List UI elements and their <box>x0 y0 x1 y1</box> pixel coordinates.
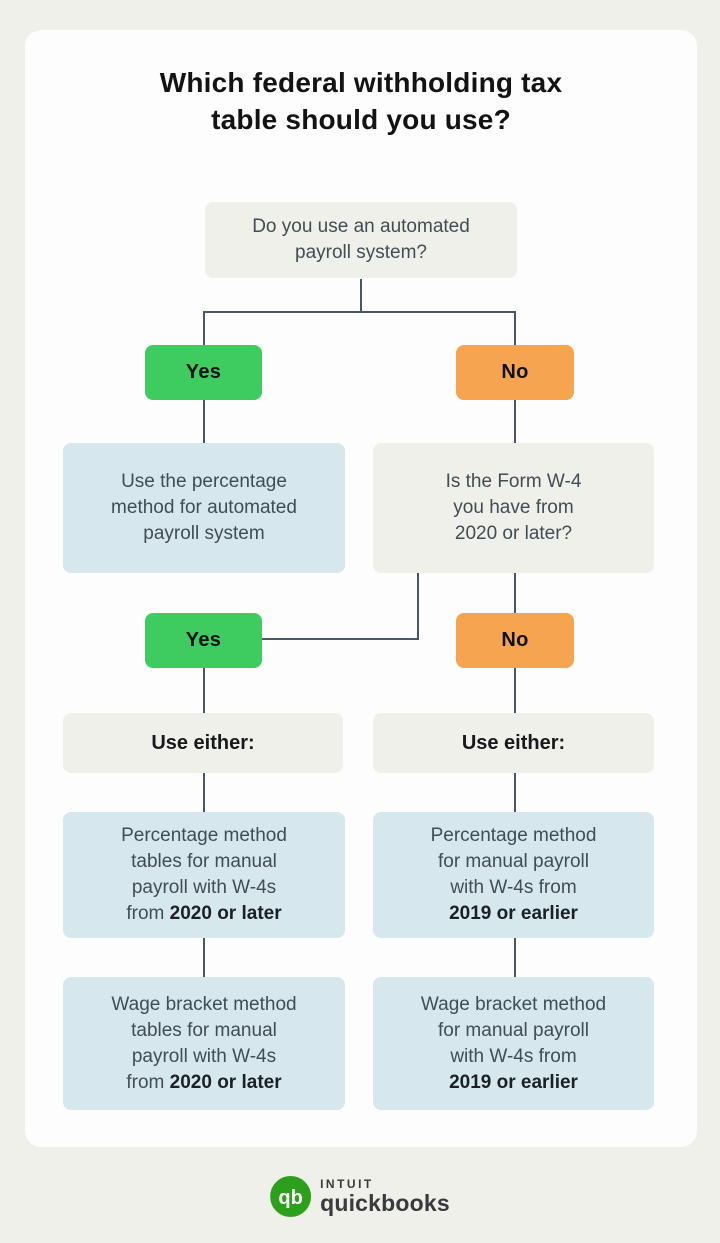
result-text-bold: 2019 or earlier <box>449 1071 578 1093</box>
connector-line <box>203 668 205 713</box>
connector-line <box>417 573 419 640</box>
result-text-bold: 2019 or earlier <box>449 903 578 924</box>
connector-line <box>360 279 362 312</box>
result-text-bold: 2020 or later <box>169 903 282 924</box>
branch2-no-badge: No <box>456 613 574 668</box>
question-text: Is the Form W-4 you have from 2020 or la… <box>445 471 582 544</box>
connector-line <box>514 668 516 713</box>
result-text-last-line: 2019 or earlier <box>449 1070 578 1096</box>
connector-line <box>203 773 205 812</box>
connector-line <box>514 938 516 977</box>
connector-line <box>203 311 516 313</box>
connector-line <box>514 400 516 443</box>
branch1-no-badge: No <box>456 345 574 400</box>
result-text-prefix: from <box>126 903 170 924</box>
connector-line <box>514 573 516 613</box>
brand-quickbooks-label: quickbooks <box>320 1190 450 1216</box>
result-text: Percentage method tables for manual payr… <box>121 825 287 898</box>
result-text-last-line: from 2020 or later <box>126 901 281 927</box>
svg-text:qb: qb <box>278 1187 302 1209</box>
connector-line <box>514 311 516 345</box>
connector-line <box>262 638 419 640</box>
connector-line <box>203 400 205 443</box>
branch2-yes-badge: Yes <box>145 613 262 668</box>
result-box-wage-bracket-2020: Wage bracket method tables for manual pa… <box>63 977 345 1110</box>
use-either-box-right: Use either: <box>373 713 654 773</box>
page-title: Which federal withholding tax table shou… <box>159 67 563 135</box>
result-text: Wage bracket method tables for manual pa… <box>111 993 297 1067</box>
result-text-prefix: from <box>126 1071 170 1093</box>
result-box-percentage-manual-2020: Percentage method tables for manual payr… <box>63 812 345 938</box>
connector-line <box>203 938 205 977</box>
result-box-percentage-manual-2019: Percentage method for manual payroll wit… <box>373 812 654 938</box>
question-box-automated-payroll: Do you use an automated payroll system? <box>205 202 517 278</box>
question-box-w4-year: Is the Form W-4 you have from 2020 or la… <box>373 443 654 573</box>
connector-line <box>203 311 205 345</box>
result-box-wage-bracket-2019: Wage bracket method for manual payroll w… <box>373 977 654 1110</box>
quickbooks-logo-icon: qb <box>270 1176 312 1217</box>
result-text-bold: 2020 or later <box>169 1071 282 1093</box>
connector-line <box>514 773 516 812</box>
result-text: Use the percentage method for automated … <box>111 471 297 544</box>
use-either-box-left: Use either: <box>63 713 343 773</box>
brand-footer: qb INTUIT quickbooks <box>270 1176 450 1217</box>
result-box-percentage-automated: Use the percentage method for automated … <box>63 443 345 573</box>
result-text-last-line: 2019 or earlier <box>449 901 578 927</box>
result-text: Percentage method for manual payroll wit… <box>430 825 597 898</box>
brand-wordmark: INTUIT quickbooks <box>320 1178 450 1215</box>
result-text-last-line: from 2020 or later <box>126 1070 281 1096</box>
brand-intuit-label: INTUIT <box>320 1177 374 1191</box>
branch1-yes-badge: Yes <box>145 345 262 400</box>
question-text: Do you use an automated payroll system? <box>252 216 470 263</box>
result-text: Wage bracket method for manual payroll w… <box>420 993 607 1067</box>
